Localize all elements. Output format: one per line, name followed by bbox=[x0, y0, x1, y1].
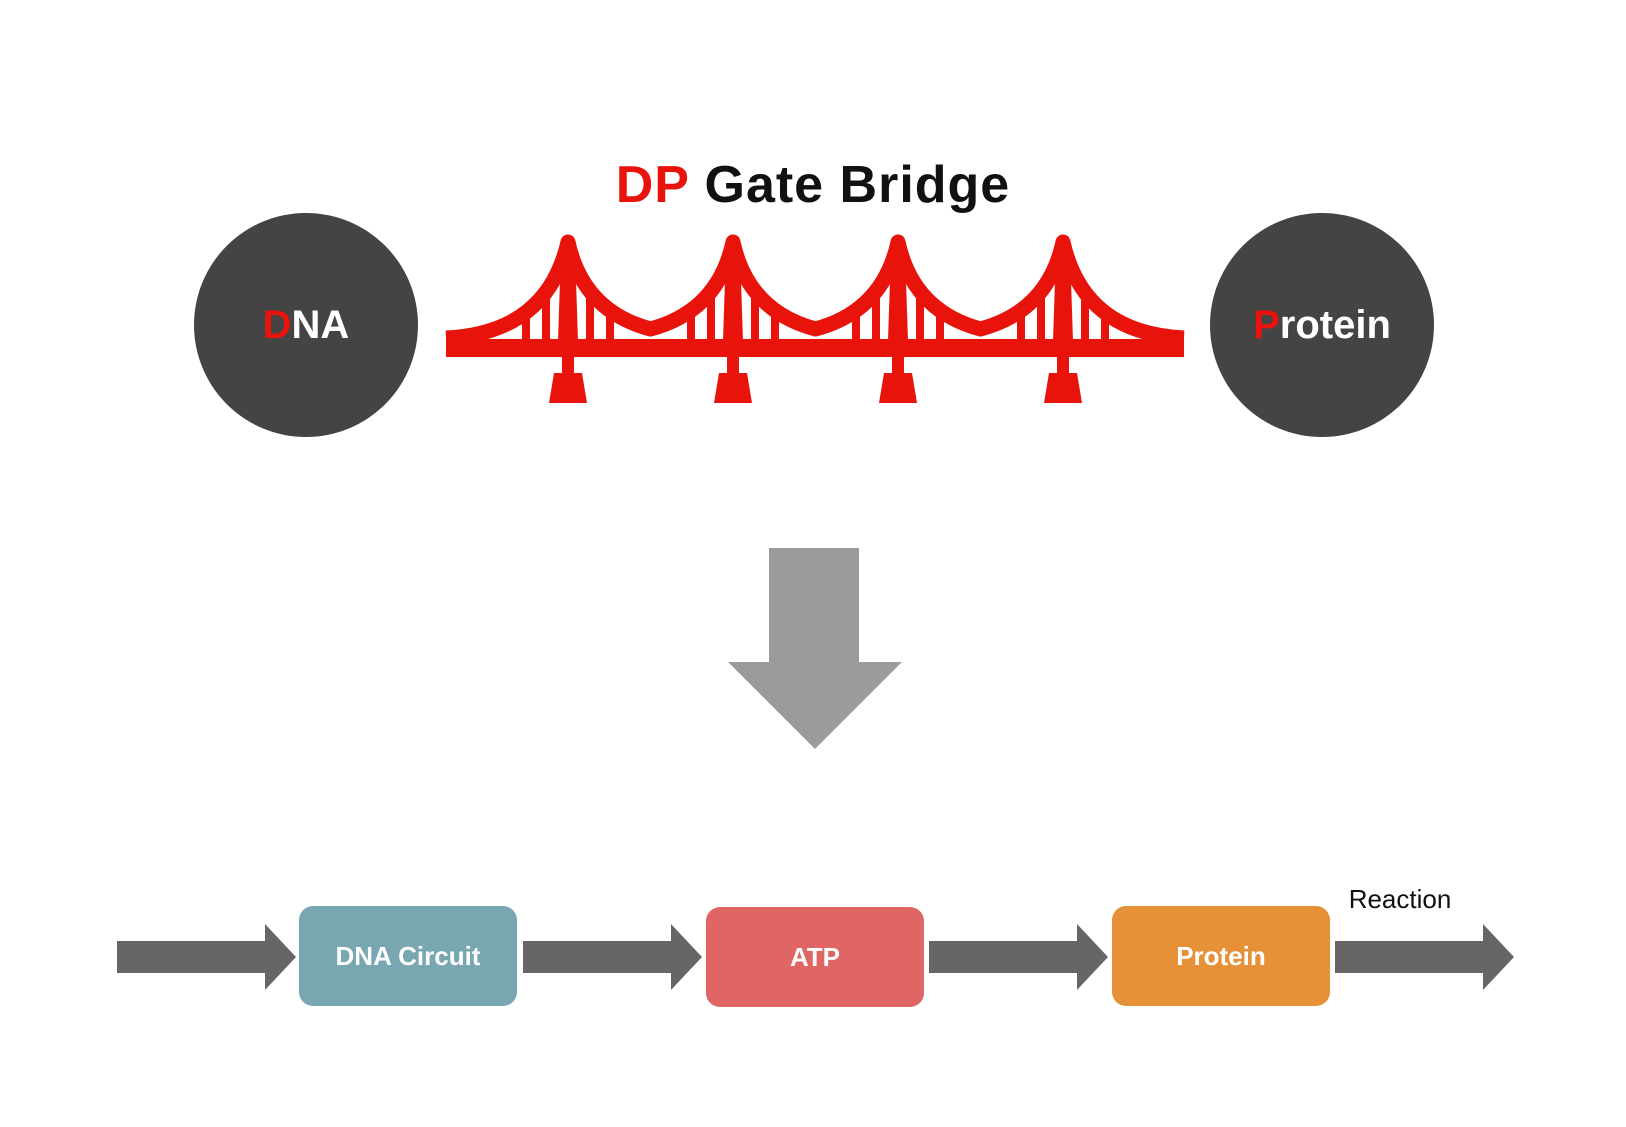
flow-arrow-2 bbox=[929, 924, 1108, 990]
bridge-footing bbox=[549, 373, 587, 403]
title-highlight: DP bbox=[615, 156, 690, 214]
bridge-hanger bbox=[771, 313, 779, 341]
flow-arrow-in bbox=[117, 924, 296, 990]
dna-label-rest: NA bbox=[291, 302, 350, 347]
bridge-hanger bbox=[916, 291, 924, 341]
bridge-pier bbox=[727, 351, 739, 375]
bridge-deck-edge bbox=[446, 339, 1184, 345]
bridge-footing bbox=[879, 373, 917, 403]
bridge-hanger bbox=[1017, 313, 1025, 341]
flow-step-label: Protein bbox=[1176, 940, 1266, 971]
reaction-label: Reaction bbox=[1348, 884, 1452, 914]
bridge-footing bbox=[714, 373, 752, 403]
bridge-hanger bbox=[872, 291, 880, 341]
bridge-hanger bbox=[542, 291, 550, 341]
bridge-pier bbox=[562, 351, 574, 375]
bridge-hanger bbox=[707, 291, 715, 341]
protein-initial: P bbox=[1253, 302, 1280, 347]
bridge-hanger bbox=[522, 313, 530, 341]
bridge-hanger bbox=[751, 291, 759, 341]
bridge-hanger bbox=[1101, 313, 1109, 341]
flow-step-protein: Protein bbox=[1112, 906, 1330, 1006]
protein-label-rest: rotein bbox=[1279, 302, 1391, 347]
bridge-hanger bbox=[1037, 291, 1045, 341]
dna-initial: D bbox=[262, 302, 292, 347]
bridge-pier bbox=[892, 351, 904, 375]
bridge-hanger bbox=[606, 313, 614, 341]
bridge-hanger bbox=[1081, 291, 1089, 341]
down-arrow-icon bbox=[728, 548, 902, 749]
flow-arrow-out bbox=[1335, 924, 1514, 990]
bridge-hanger bbox=[586, 291, 594, 341]
flow-arrow-1 bbox=[523, 924, 702, 990]
bridge-cable bbox=[445, 234, 1185, 346]
title-rest: Gate Bridge bbox=[689, 156, 1011, 214]
dna-node: DNA bbox=[194, 213, 418, 437]
bridge-hanger bbox=[687, 313, 695, 341]
flow-step-label: DNA Circuit bbox=[335, 940, 481, 971]
bridge-footing bbox=[1044, 373, 1082, 403]
bridge-hanger bbox=[852, 313, 860, 341]
flow-step-label: ATP bbox=[789, 941, 841, 972]
bridge-pier bbox=[1057, 351, 1069, 375]
protein-node: Protein bbox=[1210, 213, 1434, 437]
flow-step-dna-circuit: DNA Circuit bbox=[299, 906, 517, 1006]
flow-step-atp: ATP bbox=[706, 907, 924, 1007]
diagram-title: DP Gate Bridge bbox=[0, 155, 1626, 215]
bridge-hanger bbox=[936, 313, 944, 341]
